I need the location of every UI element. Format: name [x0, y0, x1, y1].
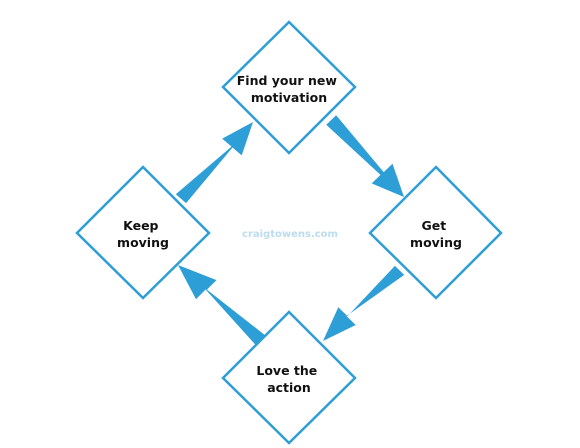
nodes-group: [75, 20, 503, 445]
labels-group: Find your new motivation Get moving Love…: [117, 73, 462, 395]
arrow-find-to-get: [326, 115, 404, 197]
node-label-keep-moving: Keep moving: [117, 218, 169, 250]
diamond-get-moving: [368, 165, 503, 300]
arrow-get-to-love: [323, 265, 405, 341]
node-label-find-motivation: Find your new motivation: [237, 73, 341, 105]
node-label-love-action: Love the action: [256, 363, 321, 395]
arrow-love-to-keep: [178, 265, 267, 347]
node-label-get-moving: Get moving: [410, 218, 462, 250]
diamond-love-action: [221, 310, 357, 445]
arrows-group: [175, 115, 405, 347]
watermark-text: craigtowens.com: [242, 229, 338, 240]
diamond-keep-moving: [75, 165, 211, 300]
arrow-keep-to-find: [175, 122, 253, 204]
diamond-find-motivation: [221, 20, 357, 155]
